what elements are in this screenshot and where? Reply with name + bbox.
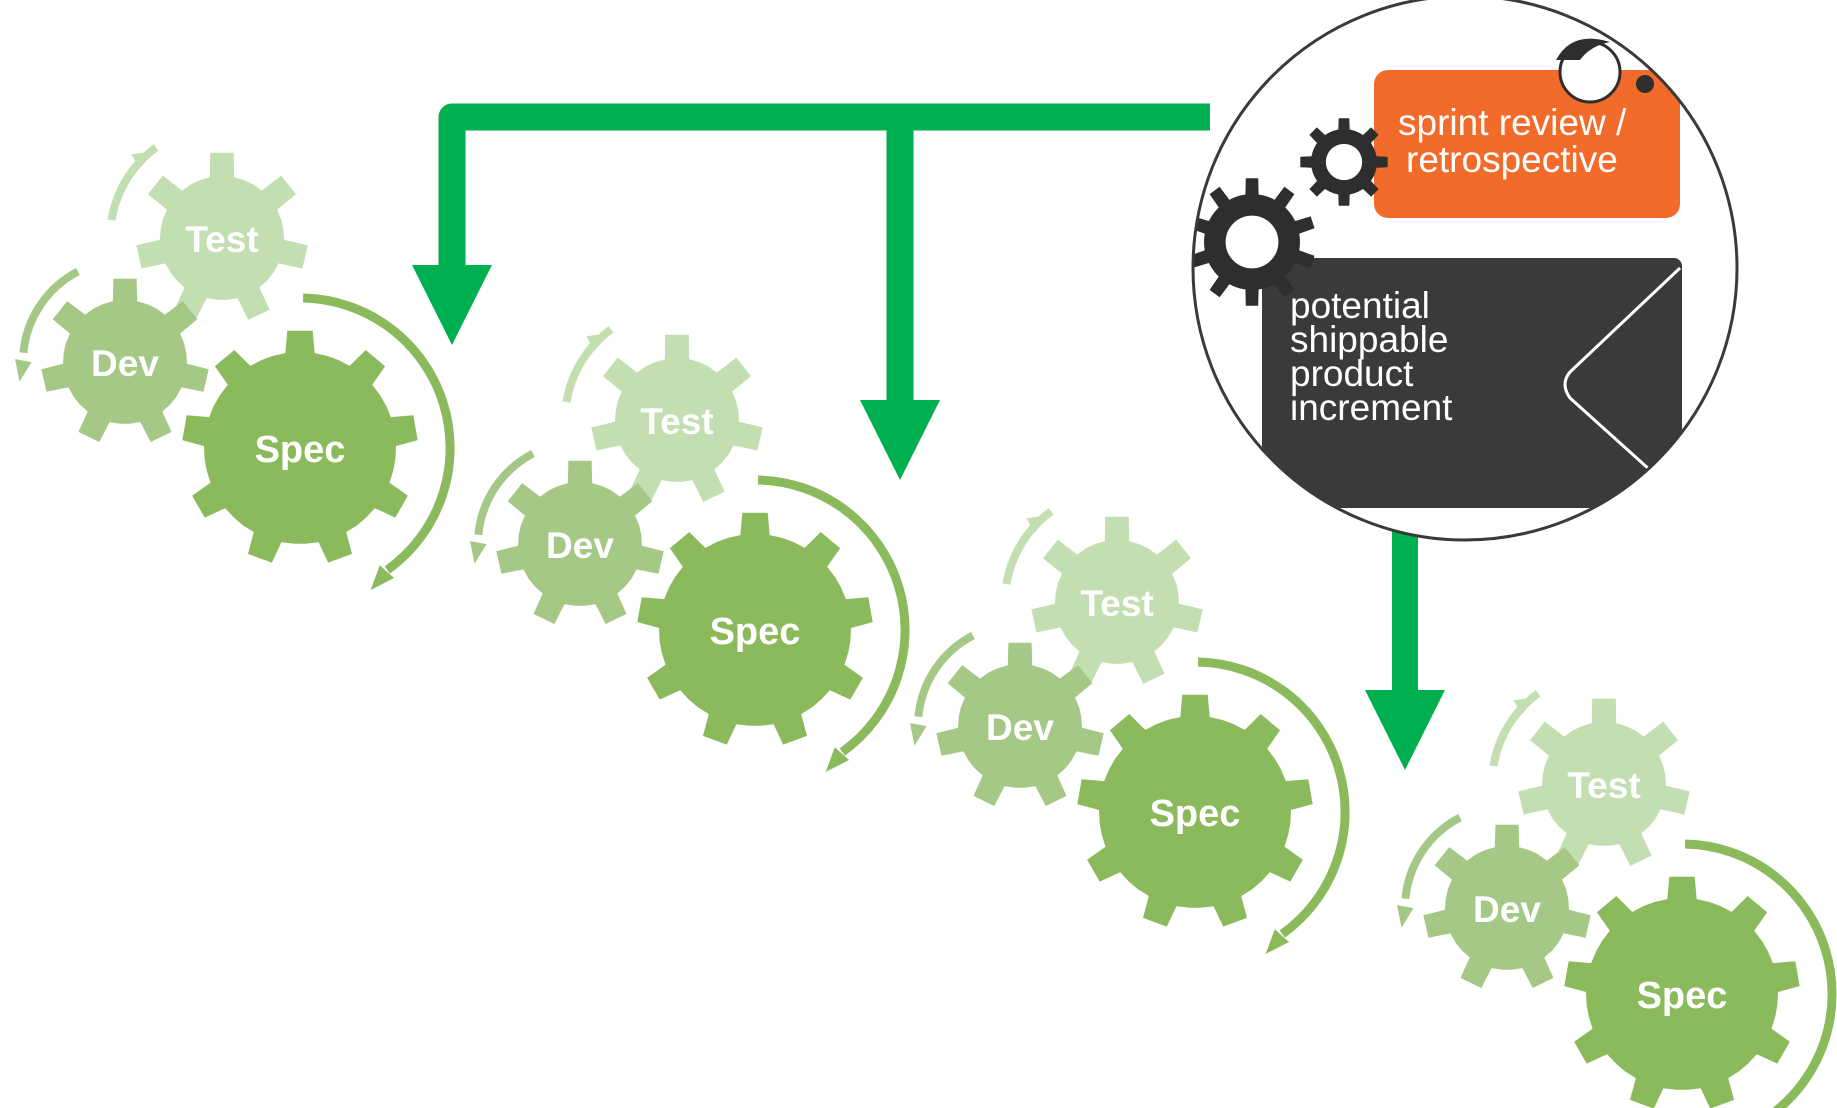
spec-gear-label: Spec [710,611,801,653]
arrowhead-icon [131,151,155,169]
gear-icon [1564,876,1800,1108]
arrowhead-icon [1026,515,1050,533]
arrowhead-icon [910,723,927,746]
circular-arrow-icon [303,293,455,574]
feedback-connector-line [438,103,1210,400]
shippable-increment-panel [1262,258,1682,508]
gear-icon [41,278,209,442]
arrow-down-icon [1365,690,1445,770]
increment-line-4: increment [1290,387,1453,428]
arrow-down-icon [412,265,492,345]
increment-line-3: product [1290,353,1414,394]
arrowhead-icon [15,359,32,382]
arrowhead-icon [1265,929,1290,954]
circular-arrow-icon [19,267,80,354]
test-gear-label: Test [1567,765,1640,806]
test-gear-label: Test [1080,583,1153,624]
gear-icon [591,334,763,502]
gear-icon [182,330,418,563]
gear-icon [1193,178,1315,306]
arrowhead-icon [825,747,850,772]
retrospective-label: retrospective [1406,139,1618,180]
increment-line-2: shippable [1290,319,1448,360]
gear-icon [1031,516,1203,684]
gear-icon [1077,694,1313,927]
gear-icon [136,152,308,320]
person-icon [1556,38,1654,104]
increment-line-1: potential [1290,285,1430,326]
spec-gear-label: Spec [255,429,346,471]
arrowhead-icon [470,541,487,564]
circular-arrow-icon [1198,657,1350,938]
feedback-arrows [412,103,1445,770]
circular-arrow-icon [474,449,535,536]
spec-gear-label: Spec [1150,793,1241,835]
dev-gear-label: Dev [986,707,1054,748]
arrowhead-icon [586,333,610,351]
circular-arrow-icon [914,631,975,718]
dev-gear-label: Dev [91,343,159,384]
test-gear-label: Test [185,219,258,260]
dev-gear-label: Dev [1473,889,1541,930]
gear-icon [496,460,664,624]
dev-gear-label: Dev [546,525,614,566]
circular-arrow-icon [758,475,910,756]
circular-arrow-icon [1401,813,1462,900]
review-lens: sprint review / retrospective potential … [1191,0,1739,542]
arrowhead-icon [1513,697,1537,715]
gear-icon [936,642,1104,806]
sprint-review-label: sprint review / [1398,102,1627,143]
arrow-down-icon [860,400,940,480]
sprint-cycles: TestDevSpecTestDevSpecTestDevSpecTestDev… [15,144,1837,1108]
envelope-flap [1563,266,1682,472]
gear-icon [637,512,873,745]
arrowhead-icon [370,565,395,590]
test-gear-label: Test [640,401,713,442]
circular-arrow-icon [1685,839,1837,1108]
sprint-review-panel [1374,70,1680,218]
gear-icon [1518,698,1690,866]
feedback-connector-line [1392,530,1418,695]
gear-icon [1423,824,1591,988]
gear-icon [1300,118,1388,206]
arrowhead-icon [1397,905,1414,928]
spec-gear-label: Spec [1637,975,1728,1017]
